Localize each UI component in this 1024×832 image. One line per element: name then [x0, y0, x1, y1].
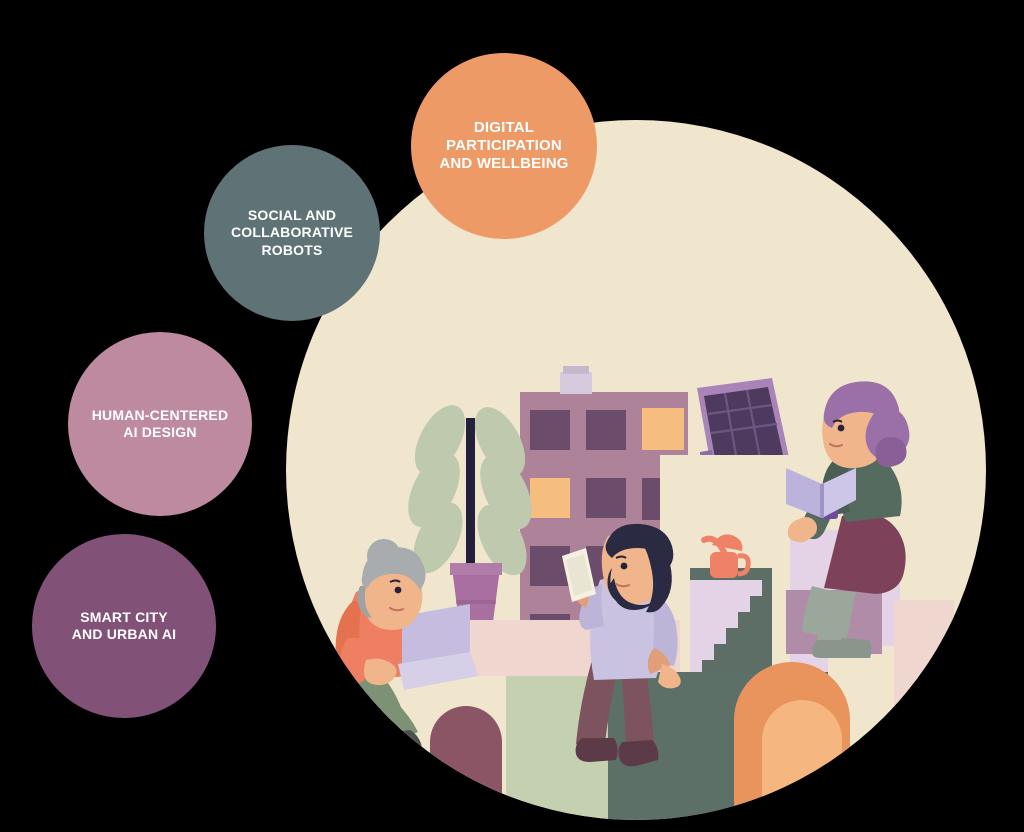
- archway-maroon: [430, 706, 502, 820]
- bubble-label: HUMAN-CENTERED AI DESIGN: [91, 406, 229, 440]
- bubble-label: DIGITAL PARTICIPATION AND WELLBEING: [439, 118, 569, 173]
- bubble-smart-city[interactable]: SMART CITY AND URBAN AI: [32, 534, 216, 718]
- block-pink-right: [894, 600, 954, 730]
- archway-orange: [734, 662, 850, 820]
- bearded-man-with-phone: [562, 523, 681, 767]
- bubble-label: SOCIAL AND COLLABORATIVE ROBOTS: [230, 207, 354, 258]
- bubble-digital-participation[interactable]: DIGITAL PARTICIPATION AND WELLBEING: [411, 53, 597, 239]
- bubble-label: SMART CITY AND URBAN AI: [71, 608, 177, 642]
- book: [786, 468, 856, 518]
- laptop: [398, 604, 478, 690]
- solar-panel: [697, 378, 790, 476]
- hair-bun: [367, 539, 401, 573]
- lit-window: [530, 478, 570, 518]
- elderly-woman-with-laptop: [335, 539, 478, 758]
- lit-window: [642, 408, 684, 450]
- watering-can: [701, 534, 751, 578]
- potted-plant: [408, 405, 532, 622]
- smartphone: [562, 548, 596, 602]
- bubble-human-centered-ai[interactable]: HUMAN-CENTERED AI DESIGN: [68, 332, 252, 516]
- woman-reading-book: [786, 381, 910, 658]
- bubble-social-robots[interactable]: SOCIAL AND COLLABORATIVE ROBOTS: [204, 145, 380, 321]
